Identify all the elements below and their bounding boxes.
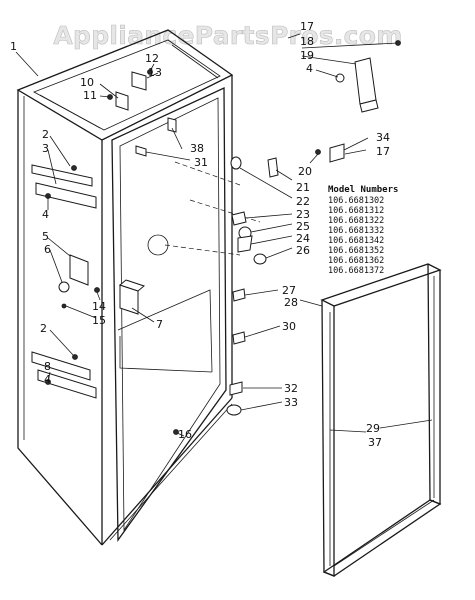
callout-28: 28 [284,296,298,309]
callout-11: 11 [83,89,97,102]
callout-23: 23 [296,208,310,221]
callout-12: 12 [145,52,159,65]
model-number-2: 106.6681312 [328,206,384,216]
callout-1: 1 [10,40,17,53]
callout-14: 14 [92,300,106,313]
leader-lines [15,33,433,437]
model-number-8: 106.6681372 [328,266,384,276]
callout-25: 25 [296,220,310,233]
callout-19: 19 [300,49,314,62]
callout-4: 4 [42,208,49,221]
callout-15: 15 [92,314,106,327]
callout-18: 18 [300,35,314,48]
callout-31: 31 [194,156,208,169]
callout-26: 26 [296,244,310,257]
callout-27: 27 [282,284,296,297]
callout-8: 8 [44,360,51,373]
watermark-text: AppliancePartsPros.com [53,21,402,50]
callout-6: 6 [44,243,51,256]
model-number-3: 106.6681322 [328,216,384,226]
callout-2b: 2 [40,322,47,335]
model-numbers-title: Model Numbers [328,185,398,195]
model-number-4: 106.6681332 [328,226,384,236]
parts-right-cluster [226,40,401,416]
model-number-5: 106.6681342 [328,236,384,246]
callout-30: 30 [282,320,296,333]
callout-34: 34 [376,131,390,144]
callout-4c: 4 [306,62,313,75]
callout-4b: 4 [44,373,51,386]
callout-24: 24 [296,232,310,245]
callout-13: 13 [148,66,162,79]
parts-inner [107,69,179,435]
callout-32: 32 [284,382,298,395]
callout-20: 20 [298,165,312,178]
model-numbers-list: Model Numbers 106.6681302 106.6681312 10… [328,185,398,276]
callout-33: 33 [284,396,298,409]
callout-7: 7 [156,318,163,331]
model-number-1: 106.6681302 [328,196,384,206]
callout-5: 5 [42,230,49,243]
callout-37: 37 [368,436,382,449]
parts-left-side [31,164,100,399]
callout-17b: 17 [376,145,390,158]
callout-labels: 1 2 3 4 5 6 14 15 2 8 4 12 13 10 11 38 3… [10,20,390,449]
model-number-6: 106.6681352 [328,246,384,256]
callout-10: 10 [80,76,94,89]
model-number-7: 106.6681362 [328,256,384,266]
callout-16: 16 [178,428,192,441]
callout-22: 22 [296,195,310,208]
door-gasket-frame [320,263,442,577]
callout-3: 3 [42,142,49,155]
callout-21: 21 [296,181,310,194]
callout-38: 38 [190,142,204,155]
callout-2: 2 [42,128,49,141]
callout-29: 29 [366,422,380,435]
callout-17a: 17 [300,20,314,33]
cabinet-liner [16,29,261,546]
